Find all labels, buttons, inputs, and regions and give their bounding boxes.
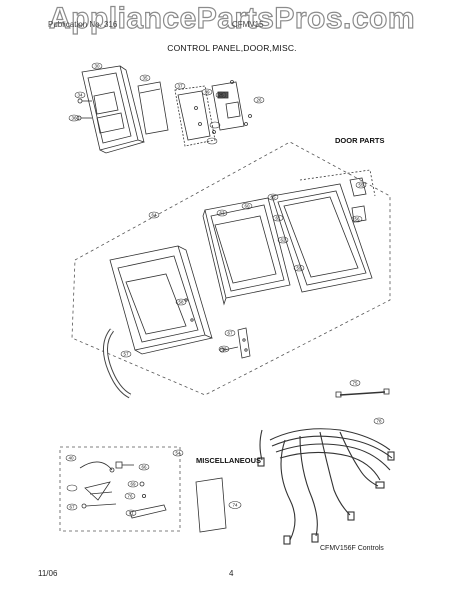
callout-36: 36 [71,116,77,121]
callout-71: 71 [128,511,134,516]
misc-box [59,446,181,532]
control-membrane [137,81,169,135]
door-latch [349,177,367,223]
callout-58: 58 [178,300,184,305]
clip-69 [84,481,113,501]
door-outer-panel [109,245,213,355]
controls-caption: CFMV156F Controls [320,545,384,552]
callout-25: 25 [218,93,224,98]
callout-60: 60 [244,204,250,209]
callout-61: 61 [275,216,281,221]
door-hinge [219,327,251,359]
publication-number: Publication No. 316 [48,20,118,29]
callout-57: 57 [123,352,129,357]
callout-30: 30 [94,64,100,69]
callout-34: 34 [77,93,83,98]
callout-67: 67 [227,331,233,336]
screw-69 [139,481,145,487]
screw-67 [81,503,117,509]
callout-74: 74 [232,503,238,508]
callout-62: 62 [280,238,286,243]
callout-65: 65 [270,195,276,200]
owner-manual [195,477,227,533]
screw-36 [76,115,92,121]
callout-66: 66 [141,465,147,470]
footer-page-number: 4 [229,569,234,578]
wire-harness [257,428,395,545]
callout-39: 39 [204,90,210,95]
thermal-fuse-40 [79,461,115,473]
display-unit [211,81,245,131]
callout-76: 76 [127,494,133,499]
miscellaneous-label: MISCELLANEOUS [196,456,262,465]
screw-66 [115,461,134,469]
callout-35: 35 [142,76,148,81]
callout-59: 59 [296,266,302,271]
washer-76 [141,493,146,498]
footer-date: 11/06 [38,569,58,578]
control-board [174,85,216,147]
callout-56: 56 [354,217,360,222]
callout-63: 63 [219,211,225,216]
callout-54: 54 [175,451,181,456]
wire-lead [335,388,390,398]
callout-67b: 67 [69,505,75,510]
callout-55: 55 [358,183,364,188]
callout-40: 40 [68,456,74,461]
screw-34 [77,98,92,104]
callout-26: 26 [256,98,262,103]
callout-75: 75 [352,381,358,386]
model-number: CFMV15 [232,20,264,29]
callout-69: 69 [130,482,136,487]
callout-68: 68 [221,347,227,352]
page-title: CONTROL PANEL,DOOR,MISC. [167,43,297,53]
control-panel-frame [81,65,145,154]
callout-37: 37 [177,84,183,89]
door-handle [103,328,132,399]
door-frame [202,197,291,306]
callout-78: 78 [376,419,382,424]
door-parts-label: DOOR PARTS [335,136,385,145]
door-window [271,183,373,293]
callout-64: 64 [151,213,157,218]
